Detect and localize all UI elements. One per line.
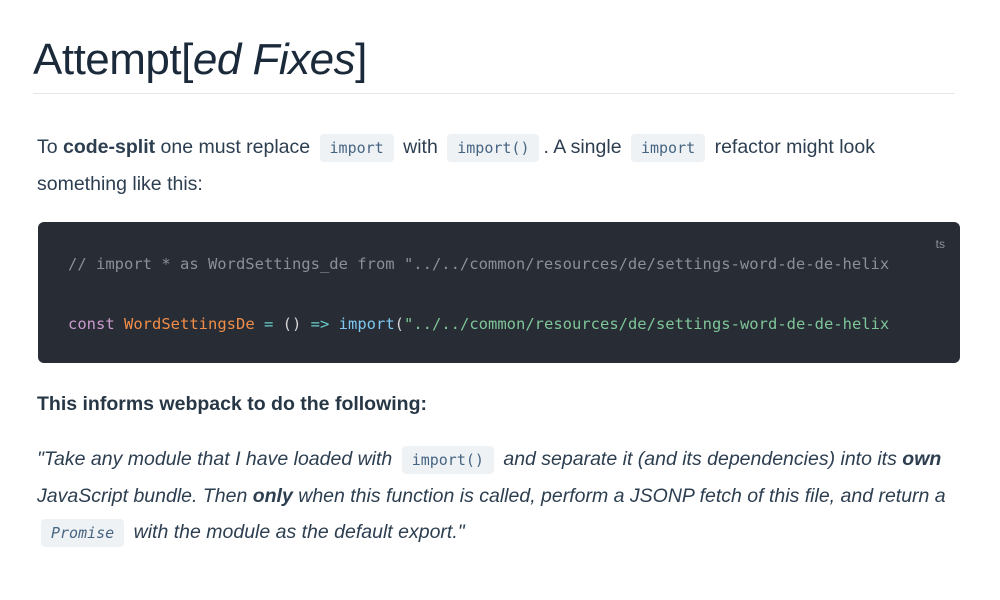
quote-bold-own: own <box>902 448 942 470</box>
inline-code-import-2: import <box>630 134 706 162</box>
inline-code-promise: Promise <box>41 519 125 547</box>
code-variable-name: WordSettingsDe <box>124 315 255 333</box>
intro-text-2: one must replace <box>155 136 316 158</box>
intro-text-4: . A single <box>543 136 627 158</box>
code-block: ts // import * as WordSettings_de from "… <box>38 222 960 363</box>
heading-suffix: ] <box>355 35 367 84</box>
code-string-path: "../../common/resources/de/settings-word… <box>404 315 890 333</box>
code-line-const: const WordSettingsDe = () => import("../… <box>68 314 889 334</box>
code-parens: () <box>282 315 302 333</box>
inline-code-dynamic-import-quote: import() <box>401 446 494 474</box>
inline-code-dynamic-import: import() <box>447 134 540 162</box>
code-operator-equals: = <box>254 315 283 333</box>
code-import-call: import <box>338 315 395 333</box>
code-keyword-const: const <box>68 315 115 333</box>
section-heading: Attempt[ed Fixes] <box>33 34 367 86</box>
intro-text-5: refactor might look something like this: <box>37 136 875 195</box>
heading-prefix: Attempt[ <box>33 35 193 84</box>
quote-text-1: "Take any module that I have loaded with <box>37 448 398 470</box>
intro-text-3: with <box>397 136 444 158</box>
heading-divider <box>33 93 955 94</box>
code-comment: // import * as WordSettings_de from "../… <box>68 255 890 273</box>
quote-paragraph: "Take any module that I have loaded with… <box>37 441 962 551</box>
quote-text-2: and separate it (and its dependencies) i… <box>497 448 903 470</box>
explanation-text: This informs webpack to do the following… <box>37 393 427 415</box>
quote-text-4: when this function is called, perform a … <box>292 485 946 507</box>
quote-bold-only: only <box>252 485 293 507</box>
inline-code-import: import <box>319 134 394 162</box>
code-line-comment: // import * as WordSettings_de from "../… <box>68 254 889 274</box>
intro-paragraph: To code-split one must replace import wi… <box>37 129 962 202</box>
quote-text-5: with the module as the default export." <box>128 521 465 543</box>
code-open-paren: ( <box>394 315 405 333</box>
quote-text-3: JavaScript bundle. Then <box>37 485 253 507</box>
code-language-label: ts <box>935 237 945 251</box>
code-arrow: => <box>301 315 339 333</box>
intro-text-1: To <box>37 136 64 158</box>
heading-italic: ed Fixes <box>192 35 356 84</box>
intro-bold-code-split: code-split <box>63 136 156 158</box>
